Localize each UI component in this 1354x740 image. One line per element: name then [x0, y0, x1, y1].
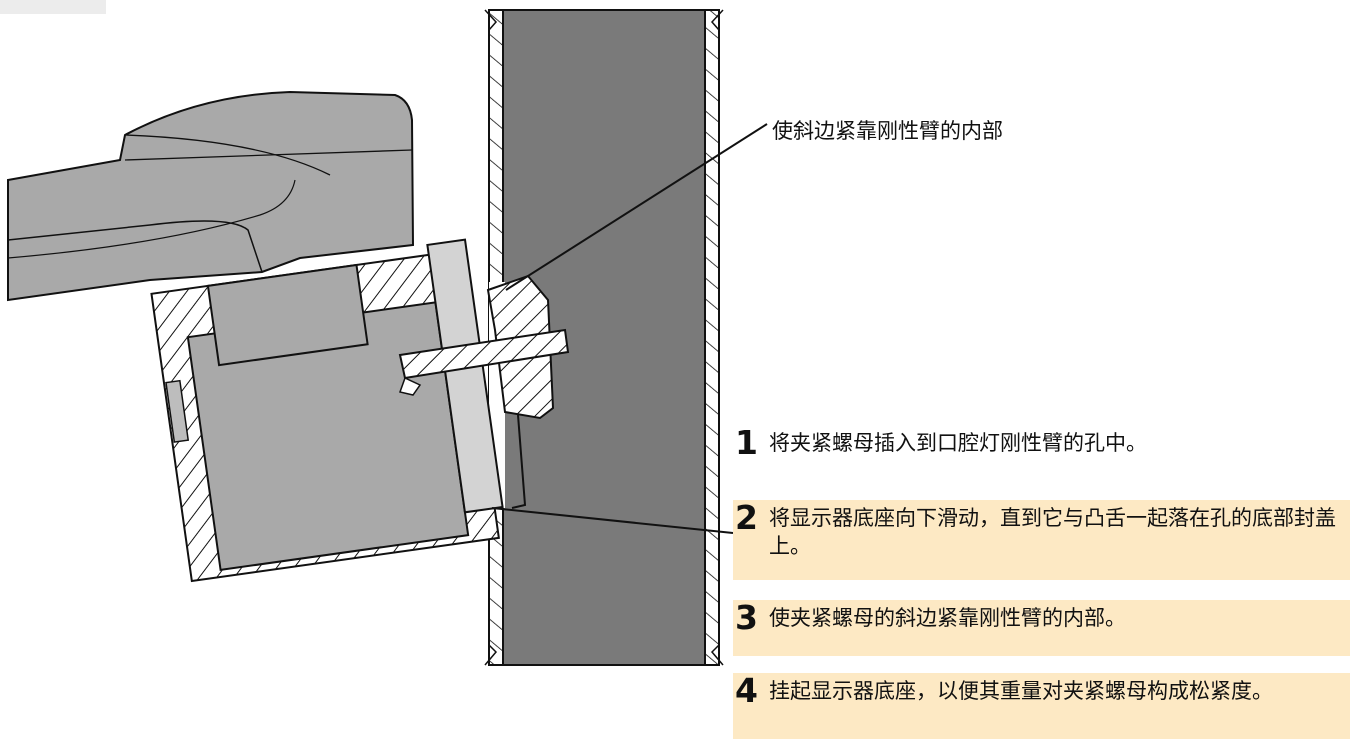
step-number: 4 [735, 671, 758, 710]
step2-leader-line [491, 507, 734, 534]
step-text: 挂起显示器底座，以便其重量对夹紧螺母构成松紧度。 [769, 679, 1273, 703]
step-2: 2 将显示器底座向下滑动，直到它与凸舌一起落在孔的底部封盖上。 [733, 500, 1350, 580]
step-3: 3 使夹紧螺母的斜边紧靠刚性臂的内部。 [733, 600, 1350, 656]
callout-label: 使斜边紧靠刚性臂的内部 [772, 119, 1003, 143]
corner-tab [0, 0, 106, 14]
monitor-base [150, 238, 504, 583]
step-number: 1 [735, 423, 758, 462]
step-text: 使夹紧螺母的斜边紧靠刚性臂的内部。 [769, 606, 1126, 630]
callout-leader-line [505, 123, 768, 291]
monitor-arm [7, 90, 415, 302]
step-number: 2 [735, 498, 758, 537]
step-text: 将夹紧螺母插入到口腔灯刚性臂的孔中。 [769, 431, 1147, 455]
step-text: 将显示器底座向下滑动，直到它与凸舌一起落在孔的底部封盖上。 [769, 506, 1336, 558]
clamping-nut [398, 274, 570, 509]
step-4: 4 挂起显示器底座，以便其重量对夹紧螺母构成松紧度。 [733, 673, 1350, 739]
step-number: 3 [735, 598, 758, 637]
step-1: 1 将夹紧螺母插入到口腔灯刚性臂的孔中。 [733, 425, 1350, 465]
